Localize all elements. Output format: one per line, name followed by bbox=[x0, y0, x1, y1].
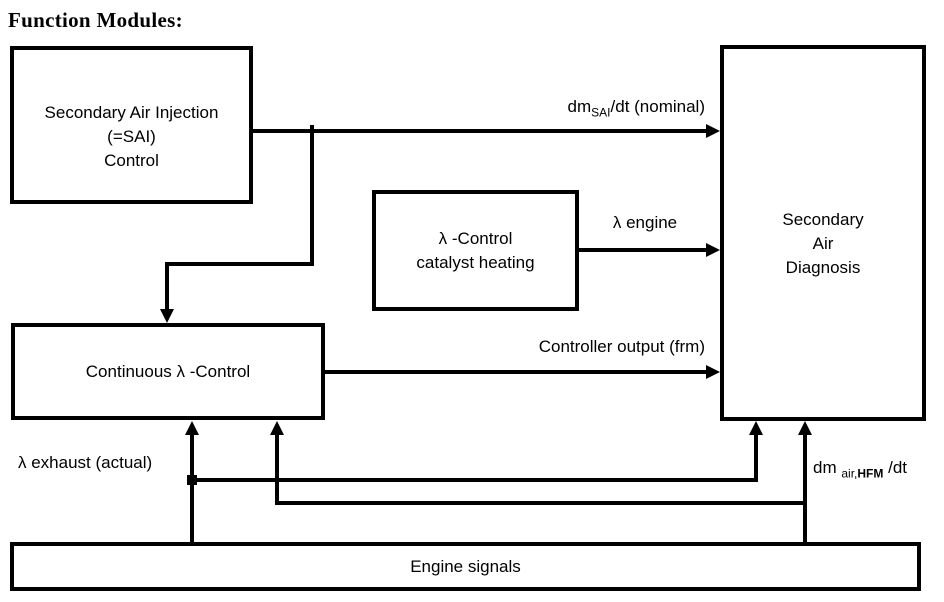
label-dm-air-hfm: dm air,HFM /dt bbox=[813, 458, 908, 481]
box-diagnosis-line1: Secondary bbox=[782, 210, 864, 229]
box-lambda-catalyst-line2: catalyst heating bbox=[416, 252, 535, 272]
box-sai-control-line2: (=SAI) bbox=[107, 127, 156, 146]
arrowhead-hfm-into-diagnosis bbox=[798, 421, 812, 435]
connector-sai-branch-down bbox=[165, 262, 169, 310]
arrowhead-into-continuous-top bbox=[160, 309, 174, 323]
box-lambda-control-catalyst-heating: λ -Control catalyst heating bbox=[372, 190, 579, 311]
box-diagnosis-line2: Air bbox=[812, 234, 834, 253]
arrowhead-exhaust-into-continuous bbox=[185, 421, 199, 435]
label-dm-sai-rest: /dt (nominal) bbox=[610, 97, 705, 116]
box-lambda-catalyst-line1: λ -Control bbox=[438, 228, 513, 248]
arrowhead-sai-to-diagnosis bbox=[706, 124, 720, 138]
box-engine-signals-label: Engine signals bbox=[410, 556, 521, 576]
connector-sai-to-diagnosis bbox=[253, 129, 707, 133]
label-dm-air-hfm-sub-bold: HFM bbox=[857, 466, 884, 481]
connector-hfm-branch-horizontal bbox=[275, 501, 807, 505]
box-sai-control-line3: Control bbox=[104, 151, 159, 170]
label-dm-air-hfm-rest: /dt bbox=[888, 458, 908, 477]
connector-exhaust-branch-up bbox=[754, 433, 758, 482]
page-title: Function Modules: bbox=[8, 8, 183, 32]
box-diagnosis-line3: Diagnosis bbox=[785, 258, 861, 277]
label-lambda-engine: λ engine bbox=[612, 213, 678, 232]
label-dm-sai-nominal: dmSAI/dt (nominal) bbox=[460, 97, 705, 120]
connector-hfm-vertical bbox=[803, 433, 807, 542]
box-continuous-lambda-control-label: Continuous λ -Control bbox=[85, 361, 251, 381]
label-lambda-exhaust: λ exhaust (actual) bbox=[18, 453, 153, 472]
box-sai-control-line1: Secondary Air Injection bbox=[44, 103, 219, 122]
arrowhead-catalyst-to-diagnosis bbox=[706, 243, 720, 257]
label-dm-air-hfm-sub-normal: air, bbox=[841, 466, 858, 481]
box-continuous-lambda-control: Continuous λ -Control bbox=[11, 323, 325, 420]
label-dm-sai-subscript: SAI bbox=[591, 105, 611, 120]
label-dm-air-hfm-base: dm bbox=[813, 458, 837, 477]
arrowhead-continuous-to-diagnosis bbox=[706, 365, 720, 379]
connector-exhaust-branch-horizontal bbox=[190, 478, 758, 482]
connector-exhaust-vertical bbox=[190, 433, 194, 542]
label-dm-sai-base: dm bbox=[567, 97, 592, 116]
connector-continuous-to-diagnosis bbox=[325, 370, 707, 374]
connector-sai-branch-vertical bbox=[310, 125, 314, 266]
arrowhead-exhaust-into-diagnosis bbox=[749, 421, 763, 435]
box-secondary-air-diagnosis: Secondary Air Diagnosis bbox=[720, 45, 926, 421]
label-controller-output: Controller output (frm) bbox=[538, 337, 705, 356]
arrowhead-hfm-into-continuous bbox=[270, 421, 284, 435]
connector-hfm-branch-up bbox=[275, 433, 279, 505]
connector-catalyst-to-diagnosis bbox=[579, 248, 707, 252]
box-engine-signals: Engine signals bbox=[10, 542, 921, 591]
box-sai-control: Secondary Air Injection (=SAI) Control bbox=[10, 46, 253, 204]
connector-sai-branch-horizontal bbox=[165, 262, 314, 266]
